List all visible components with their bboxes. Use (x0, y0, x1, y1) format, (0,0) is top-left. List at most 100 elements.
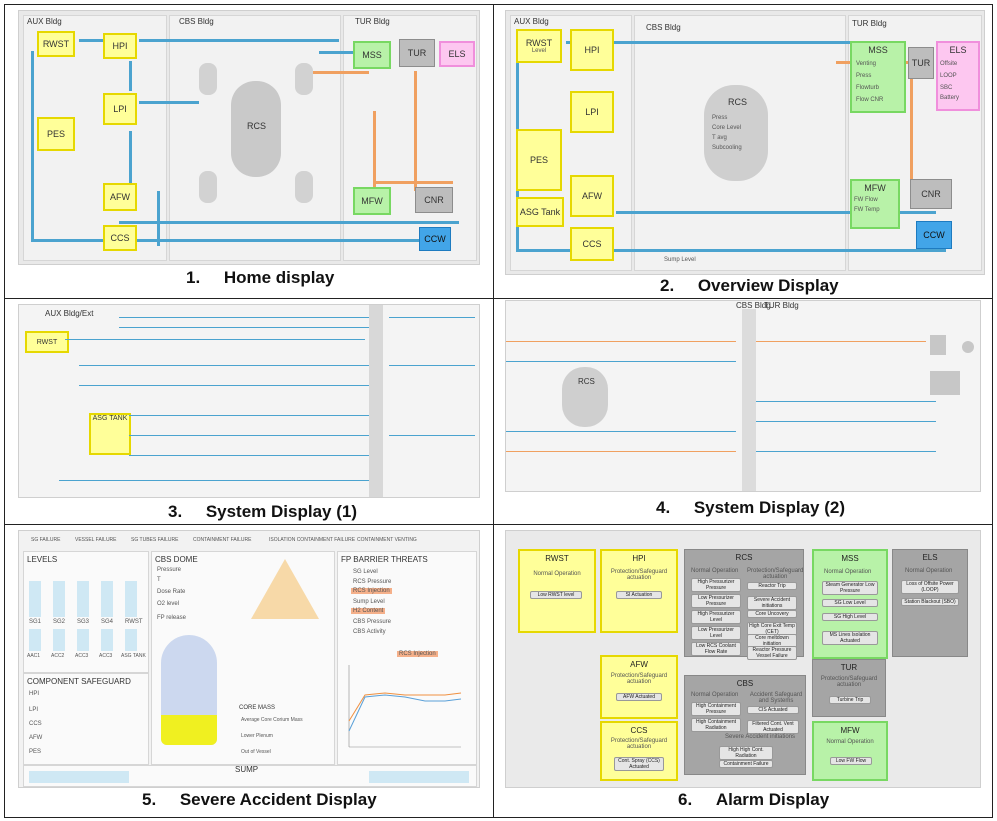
mfw-box[interactable]: MFW (850, 179, 900, 229)
pipe (506, 431, 736, 432)
pipe (756, 401, 936, 402)
alarm-afw[interactable]: AFW Protection/Safeguard actuation AFW A… (600, 655, 678, 719)
pipe-steam (506, 341, 736, 342)
rcs-vessel[interactable] (231, 81, 281, 177)
els-box[interactable]: ELS (439, 41, 475, 67)
ccw-label: CCW (923, 230, 945, 240)
comp-row: LPI (29, 707, 39, 713)
alarm-button[interactable]: High Containment Pressure (691, 702, 741, 716)
afw-box[interactable]: AFW (103, 183, 137, 211)
ccw-box[interactable]: CCW (419, 227, 451, 251)
alarm-msg: Accident Safeguard and Systems (749, 692, 803, 704)
pes-box[interactable]: PES (516, 129, 562, 191)
alarm-button[interactable]: Reactor Pressure Vessel Failure (747, 646, 797, 660)
alarm-mss[interactable]: MSS Normal Operation Steam Generator Low… (812, 549, 888, 659)
dome-row: Pressure (157, 567, 182, 573)
cnr-box[interactable]: CNR (910, 179, 952, 209)
scrollbar[interactable] (742, 309, 756, 491)
pipe (389, 317, 475, 318)
asg-tank-box[interactable]: ASG TANK (89, 413, 131, 455)
alarm-msg: Normal Operation (533, 571, 581, 577)
grid-border-top (4, 4, 993, 5)
alarm-hpi[interactable]: HPI Protection/Safeguard actuation SI Ac… (600, 549, 678, 633)
hpi-box[interactable]: HPI (103, 33, 137, 59)
ccs-box[interactable]: CCS (570, 227, 614, 261)
alarm-msg: Normal Operation (691, 568, 739, 574)
caption-num: 5. (142, 790, 157, 809)
alarm-button[interactable]: Low Pressurizer Pressure (691, 594, 741, 608)
turbine-box[interactable]: TUR (399, 39, 435, 67)
alarm-button[interactable]: Low Pressurizer Level (691, 626, 741, 640)
alarm-button[interactable]: Reactor Trip (747, 582, 797, 590)
rwst-box[interactable]: RWST (37, 31, 75, 57)
mfw-row: FW Temp (854, 207, 880, 213)
rwst-label: RWST (36, 338, 58, 346)
levels-title: LEVELS (27, 555, 58, 564)
alarm-button[interactable]: SG High Level (822, 613, 878, 621)
alarm-button[interactable]: Low FW Flow (830, 757, 872, 765)
alarm-msg: Protection/Safeguard actuation (610, 738, 668, 750)
ccw-box[interactable]: CCW (916, 221, 952, 249)
alarm-cbs[interactable]: CBS Normal Operation High Containment Pr… (684, 675, 806, 775)
isolation-containment-failure-indicator: ISOLATION CONTAINMENT FAILURE (269, 537, 356, 543)
alarm-button[interactable]: Loss of Offsite Power (LOOP) (901, 580, 959, 594)
alarm-button[interactable]: High High Cont. Radiation (719, 746, 773, 760)
alarm-button[interactable]: Station Blackout (SBO) (901, 598, 959, 606)
dome-row: Dose Rate (157, 589, 186, 595)
rcs-vessel[interactable] (562, 367, 608, 427)
alarm-button[interactable]: Turbine Trip (829, 696, 871, 704)
acc-col-label: ACC3 (99, 653, 113, 659)
ccs-box[interactable]: CCS (103, 225, 137, 251)
rcs-vessel[interactable] (704, 85, 768, 181)
lpi-box[interactable]: LPI (103, 93, 137, 125)
asg-tank-box[interactable]: ASG Tank (516, 197, 564, 227)
alarm-button[interactable]: CIS Actuated (747, 706, 799, 714)
lpi-box[interactable]: LPI (570, 91, 614, 133)
afw-box[interactable]: AFW (570, 175, 614, 217)
alarm-button[interactable]: AFW Actuated (616, 693, 662, 701)
aux-bldg-label: AUX Bldg/Ext (45, 309, 94, 318)
alarm-button[interactable]: High Pressurizer Level (691, 610, 741, 624)
acc-bar (101, 629, 113, 651)
rcs-press-row: Press (712, 115, 728, 121)
triangle-diagram (251, 559, 319, 619)
alarm-button[interactable]: High Pressurizer Pressure (691, 578, 741, 592)
alarm-tur[interactable]: TUR Protection/Safeguard actuation Turbi… (812, 659, 886, 717)
els-box[interactable]: ELS (936, 41, 980, 111)
mss-box[interactable]: MSS (353, 41, 391, 69)
cnr-label: CNR (424, 195, 444, 205)
alarm-button[interactable]: Steam Generator Low Pressure (822, 581, 878, 595)
alarm-button[interactable]: Containment Failure (719, 760, 773, 768)
alarm-button[interactable]: Core Uncovery (747, 610, 797, 618)
cnr-box[interactable]: CNR (415, 187, 453, 213)
caption-num: 2. (660, 276, 675, 295)
turbine-box[interactable]: TUR (908, 47, 934, 79)
alarm-button[interactable]: Filtered Cont. Vent Actuated (747, 720, 799, 734)
alarm-button[interactable]: Low RCS Coolant Flow Rate (691, 642, 741, 656)
alarm-button[interactable]: SG Low Level (822, 599, 878, 607)
mss-box[interactable]: MSS (850, 41, 906, 113)
alarm-msg: Severe Accident initiations (725, 734, 796, 740)
alarm-button[interactable]: MS Lines Isolation Actuated (822, 631, 878, 645)
alarm-button[interactable]: SI Actuation (616, 591, 662, 599)
level-col-label: SG3 (77, 619, 90, 625)
rwst-box[interactable]: RWST (25, 331, 69, 353)
alarm-rcs[interactable]: RCS Normal Operation High Pressurizer Pr… (684, 549, 804, 660)
scrollbar[interactable] (369, 305, 383, 497)
alarm-button[interactable]: Cont. Spray (CCS) Actuated (614, 757, 664, 771)
hpi-box[interactable]: HPI (570, 29, 614, 71)
fp-barrier-threats-title: FP BARRIER THREATS (341, 555, 428, 564)
level-col-label: RWST (125, 619, 143, 625)
alarm-button[interactable]: Severe Accident initiations (747, 596, 797, 610)
alarm-rwst[interactable]: RWST Normal Operation Low RWST level (518, 549, 596, 633)
system-display-1-screenshot: AUX Bldg/Ext RWST ASG TANK (18, 304, 480, 498)
caption-alarm: 6. Alarm Display (678, 790, 829, 810)
mfw-box[interactable]: MFW (353, 187, 391, 215)
alarm-mfw[interactable]: MFW Normal Operation Low FW Flow (812, 721, 888, 781)
alarm-button[interactable]: Low RWST level (530, 591, 582, 599)
alarm-ccs[interactable]: CCS Protection/Safeguard actuation Cont.… (600, 721, 678, 781)
alarm-button[interactable]: High Containment Radiation (691, 718, 741, 732)
pes-box[interactable]: PES (37, 117, 75, 151)
alarm-els[interactable]: ELS Normal Operation Loss of Offsite Pow… (892, 549, 968, 657)
